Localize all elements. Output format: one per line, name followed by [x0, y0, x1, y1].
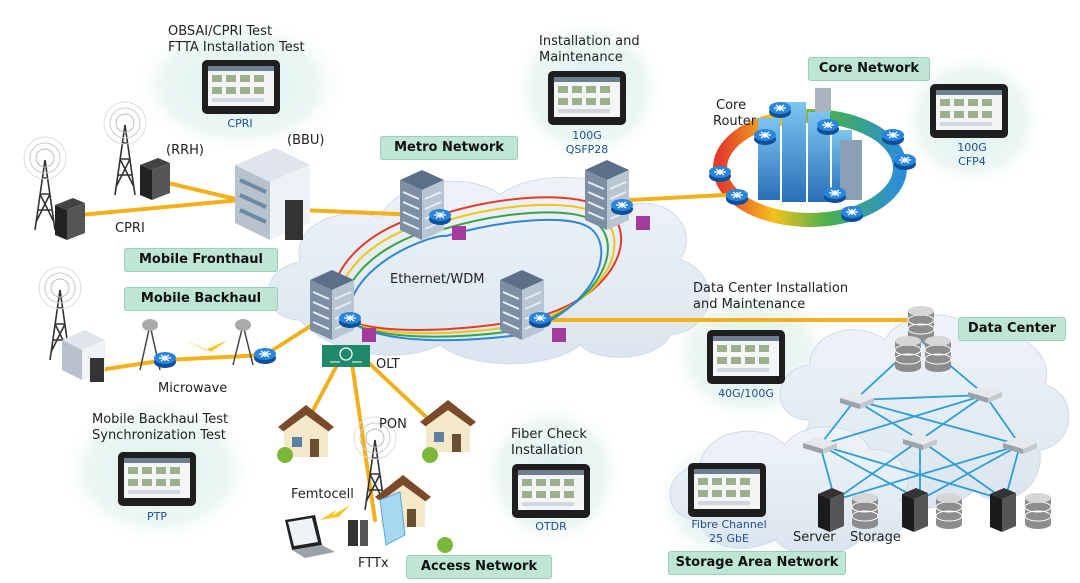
router-icon	[725, 188, 749, 206]
server-label: Server	[793, 530, 836, 545]
bush-icon	[277, 447, 453, 553]
section-storage-area-network: Storage Area Network	[668, 551, 846, 575]
metro-test-title-1: Installation and	[539, 34, 640, 49]
datacenter-test-title-2: and Maintenance	[693, 297, 806, 312]
fronthaul-test-title-1: OBSAI/CPRI Test	[168, 24, 273, 39]
storage-icon	[851, 492, 879, 530]
rrh-label: (RRH)	[166, 143, 204, 158]
router-icon	[893, 153, 917, 171]
backhaul-test-title-1: Mobile Backhaul Test	[92, 412, 229, 427]
section-metro-network: Metro Network	[380, 136, 518, 160]
fiber-test-caption: OTDR	[535, 520, 567, 533]
building-icon	[499, 269, 545, 341]
section-mobile-backhaul: Mobile Backhaul	[124, 287, 278, 311]
metro-test-caption-2: QSFP28	[565, 143, 609, 156]
router-icon	[428, 208, 452, 226]
datacenter-test-caption: 40G/100G	[718, 387, 774, 400]
router-icon	[753, 128, 777, 146]
metro-test-title-2: Maintenance	[539, 50, 623, 65]
core-router-label-2: Router	[713, 114, 757, 129]
fronthaul-test-caption: CPRI	[227, 117, 253, 130]
laptop-icon	[285, 515, 335, 558]
tester-device-icon	[548, 71, 626, 125]
router-icon	[610, 198, 634, 216]
tester-device-icon	[118, 452, 196, 506]
switch-icon	[362, 328, 376, 342]
fiber-test-title-1: Fiber Check	[511, 427, 587, 442]
router-icon	[881, 128, 905, 146]
router-icon	[708, 165, 732, 183]
router-icon	[823, 186, 847, 204]
tester-device-icon	[930, 84, 1008, 138]
tester-device-icon	[688, 463, 766, 517]
router-icon	[253, 347, 277, 365]
storage-icon	[894, 335, 922, 373]
building-icon	[309, 269, 355, 341]
san-test-caption-2: 25 GbE	[709, 532, 749, 545]
section-data-center: Data Center	[958, 317, 1066, 341]
storage-label: Storage	[850, 530, 901, 545]
router-icon	[768, 101, 792, 119]
cpri-label: CPRI	[115, 221, 145, 236]
rrh-box	[140, 158, 170, 200]
core-test-caption-2: CFP4	[958, 155, 986, 168]
section-core-network: Core Network	[808, 57, 930, 81]
router-icon	[153, 351, 177, 369]
microwave-dish-icon	[232, 319, 254, 366]
cell-tower-icon	[103, 101, 147, 196]
storage-icon	[924, 335, 952, 373]
femtocell-label: Femtocell	[291, 487, 354, 502]
metro-test-caption-1: 100G	[572, 129, 602, 142]
olt-icon	[322, 345, 370, 367]
san-cloud	[669, 426, 909, 556]
section-access-network: Access Network	[406, 555, 552, 579]
backhaul-test-title-2: Synchronization Test	[92, 428, 226, 443]
ethernet-wdm-label: Ethernet/WDM	[390, 272, 485, 287]
building-icon	[399, 169, 445, 241]
backhaul-test-caption: PTP	[147, 510, 167, 523]
router-icon	[840, 205, 864, 223]
server-icon	[990, 488, 1016, 532]
house-icon	[420, 400, 476, 452]
router-icon	[338, 311, 362, 329]
fttx-box-icon	[348, 491, 406, 546]
tester-device-icon	[202, 60, 280, 114]
building-icon	[235, 148, 310, 240]
lightning-icon	[320, 505, 350, 520]
microwave-label: Microwave	[158, 381, 228, 396]
building-icon	[584, 159, 630, 231]
core-test-caption-1: 100G	[957, 141, 987, 154]
san-test-caption-1: Fibre Channel	[691, 518, 767, 531]
building-icon	[62, 330, 105, 382]
switch-icon	[452, 226, 466, 240]
fiber-test-title-2: Installation	[511, 443, 584, 458]
core-router-label-1: Core	[716, 98, 747, 113]
switch-icon	[552, 328, 566, 342]
switch-icon	[636, 216, 650, 230]
section-mobile-fronthaul: Mobile Fronthaul	[124, 248, 278, 272]
router-icon	[528, 311, 552, 329]
storage-icon	[1024, 492, 1052, 530]
router-icon	[816, 118, 840, 136]
tester-device-icon	[512, 464, 590, 518]
server-icon	[902, 488, 928, 532]
bbu-label: (BBU)	[287, 133, 325, 148]
olt-label: OLT	[376, 357, 400, 372]
fronthaul-test-title-2: FTTA Installation Test	[168, 40, 305, 55]
fttx-label: FTTx	[358, 556, 389, 571]
storage-icon	[935, 492, 963, 530]
server-icon	[818, 488, 844, 532]
datacenter-test-title-1: Data Center Installation	[693, 281, 849, 296]
lightning-icon	[185, 340, 228, 354]
tester-device-icon	[707, 330, 785, 384]
pon-label: PON	[379, 417, 407, 432]
rrh-box-2	[55, 198, 85, 240]
